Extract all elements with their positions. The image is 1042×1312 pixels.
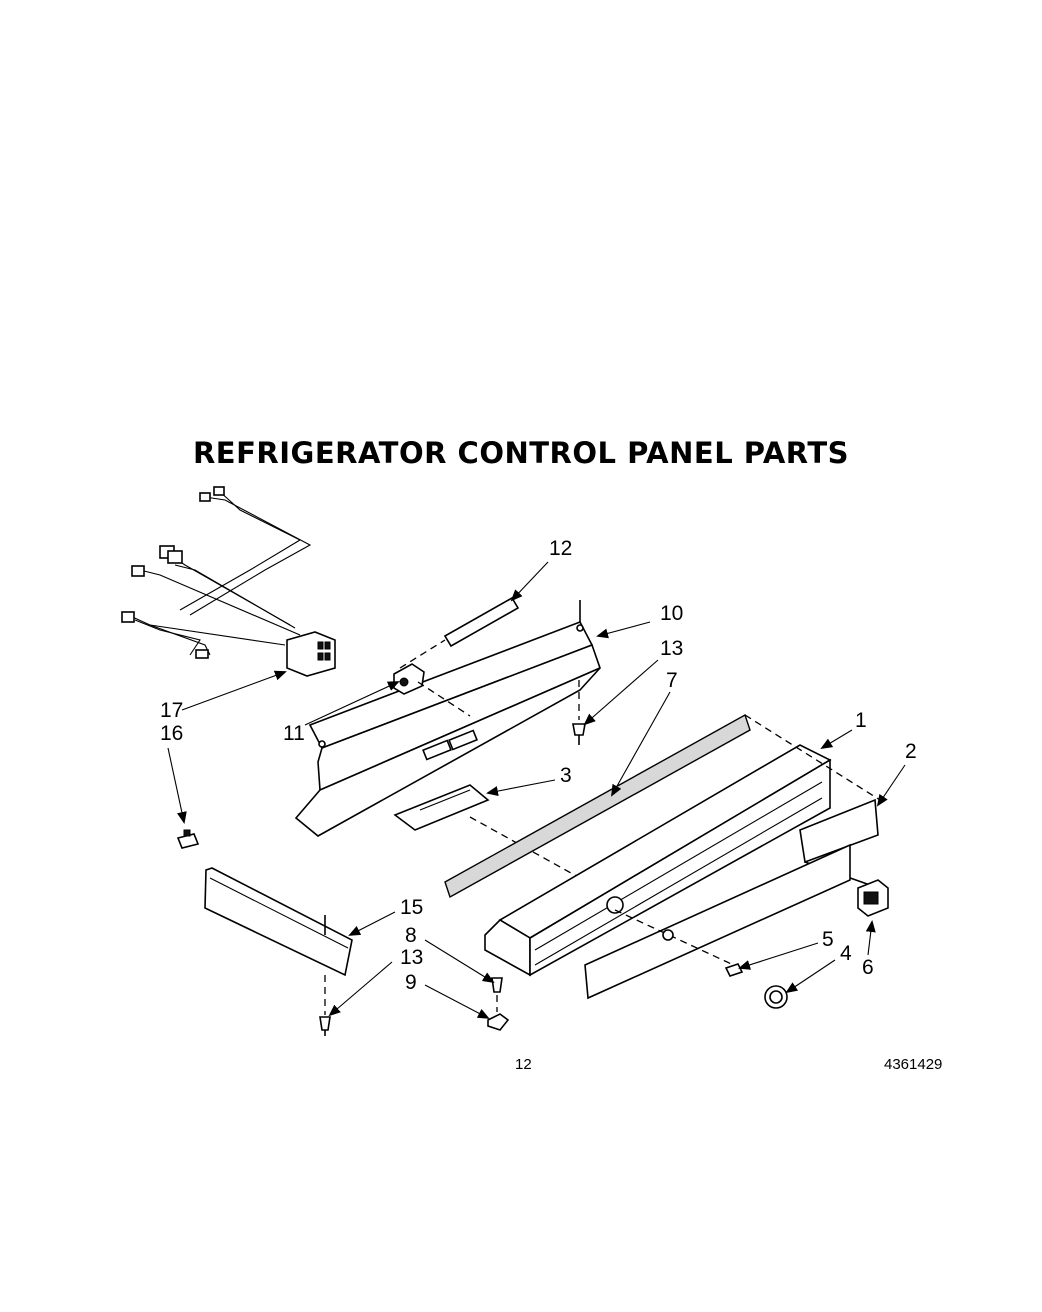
callout-10: 10 xyxy=(660,602,683,625)
callout-1: 1 xyxy=(855,709,867,732)
page-number: 12 xyxy=(515,1056,532,1073)
end-cap xyxy=(204,867,353,1015)
callout-8: 8 xyxy=(405,924,417,947)
callout-13-upper: 13 xyxy=(660,637,683,660)
control-knob xyxy=(764,985,788,1009)
screw-lower xyxy=(319,1016,331,1036)
clip-9 xyxy=(487,1013,510,1031)
callout-6: 6 xyxy=(862,956,874,979)
leader-lines xyxy=(167,561,906,1019)
callout-labels: 12 10 13 7 1 2 3 17 16 11 15 8 13 9 5 4 … xyxy=(160,537,917,994)
wiring-harness xyxy=(121,486,336,677)
control-panel-body xyxy=(484,714,881,977)
callout-15: 15 xyxy=(400,896,423,919)
knob-spring-clip xyxy=(724,963,744,977)
screw-upper xyxy=(572,680,586,745)
callout-3: 3 xyxy=(560,764,572,787)
front-decal xyxy=(584,843,851,1000)
callout-17: 17 xyxy=(160,699,183,722)
callout-12: 12 xyxy=(549,537,572,560)
page-title: REFRIGERATOR CONTROL PANEL PARTS xyxy=(192,436,850,470)
callout-2: 2 xyxy=(905,740,917,763)
harness-clip xyxy=(176,829,200,849)
callout-9: 9 xyxy=(405,971,417,994)
trim-strip xyxy=(444,713,751,899)
callout-13-lower: 13 xyxy=(400,946,423,969)
control-bracket xyxy=(294,600,601,837)
screw-8 xyxy=(491,977,503,1012)
sensor-tube xyxy=(399,596,520,669)
part-number: 4361429 xyxy=(884,1056,943,1073)
callout-11: 11 xyxy=(283,722,305,745)
callout-5: 5 xyxy=(822,928,834,951)
callout-4: 4 xyxy=(840,942,852,965)
callout-16: 16 xyxy=(160,722,183,745)
callout-7: 7 xyxy=(666,669,678,692)
light-switch xyxy=(857,879,889,917)
knob-bushing xyxy=(662,929,674,941)
